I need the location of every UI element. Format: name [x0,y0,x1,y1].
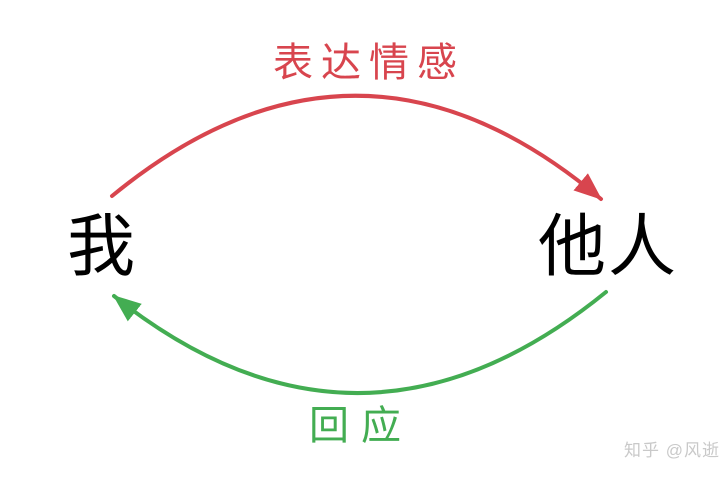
respond-label: 回应 [309,403,413,448]
express-arrow [110,93,603,201]
node-others: 他人 [537,209,679,285]
node-self: 我 [66,209,138,285]
respond-arrow [112,290,608,395]
watermark: 知乎 @风逝 [624,441,720,460]
express-label: 表达情感 [273,40,465,85]
